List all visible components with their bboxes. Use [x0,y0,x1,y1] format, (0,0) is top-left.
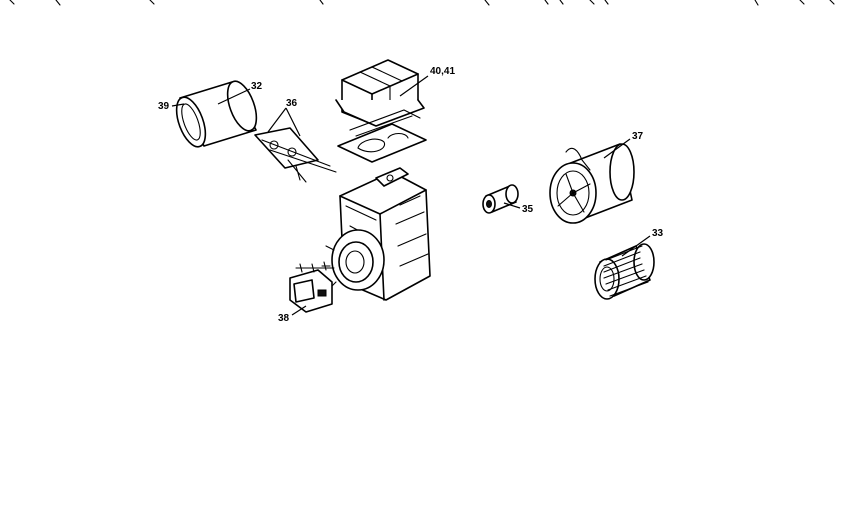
callout-33: 33 [652,228,664,239]
callout-37: 37 [632,131,644,142]
callout-36: 36 [286,98,298,109]
gasket-plates-part [337,109,427,163]
top-edge-fragments [9,0,835,6]
leader-lines [171,75,651,316]
callout-38: 38 [278,313,290,324]
valve-bracket-part [289,261,335,313]
cylinder-sleeve-part [175,80,258,148]
callout-32: 32 [251,81,263,92]
callout-39: 39 [158,101,170,112]
nozzle-part [482,184,519,214]
transformer-box-part [335,59,425,127]
motor-part [549,143,635,224]
callout-40-41: 40,41 [430,66,455,77]
electrode-assembly-part [254,127,337,183]
callout-labels: 39 32 36 40,41 37 35 33 38 [158,66,664,324]
blower-wheel-part [594,243,655,300]
callout-35: 35 [522,204,534,215]
burner-housing-part [321,167,431,301]
